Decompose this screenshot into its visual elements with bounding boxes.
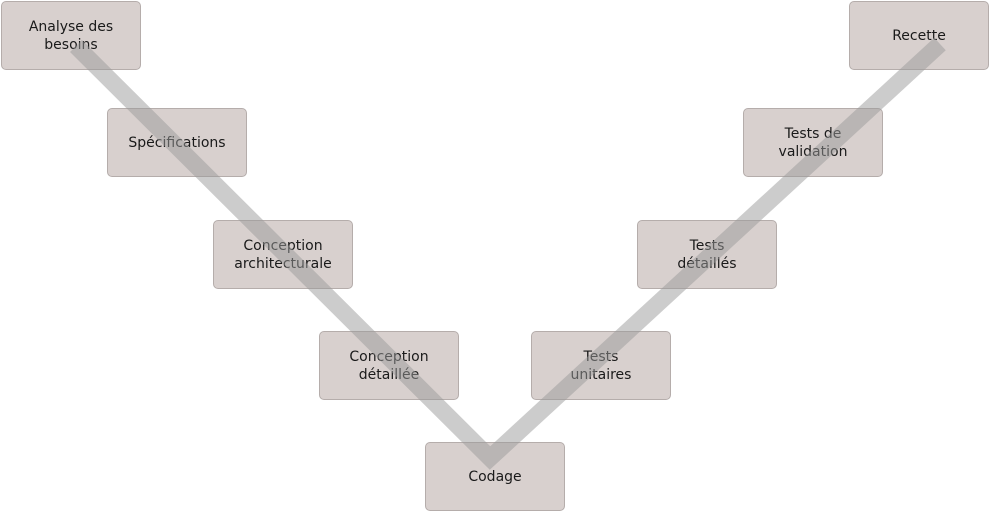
step-tests-detailles: Tests détaillés — [637, 220, 777, 289]
step-conception-detaillee: Conception détaillée — [319, 331, 459, 400]
step-analyse-des-besoins: Analyse des besoins — [1, 1, 141, 70]
step-conception-architecturale: Conception architecturale — [213, 220, 353, 289]
step-tests-de-validation: Tests de validation — [743, 108, 883, 177]
step-recette: Recette — [849, 1, 989, 70]
step-specifications: Spécifications — [107, 108, 247, 177]
step-codage: Codage — [425, 442, 565, 511]
v-band-line — [70, 37, 946, 470]
step-tests-unitaires: Tests unitaires — [531, 331, 671, 400]
